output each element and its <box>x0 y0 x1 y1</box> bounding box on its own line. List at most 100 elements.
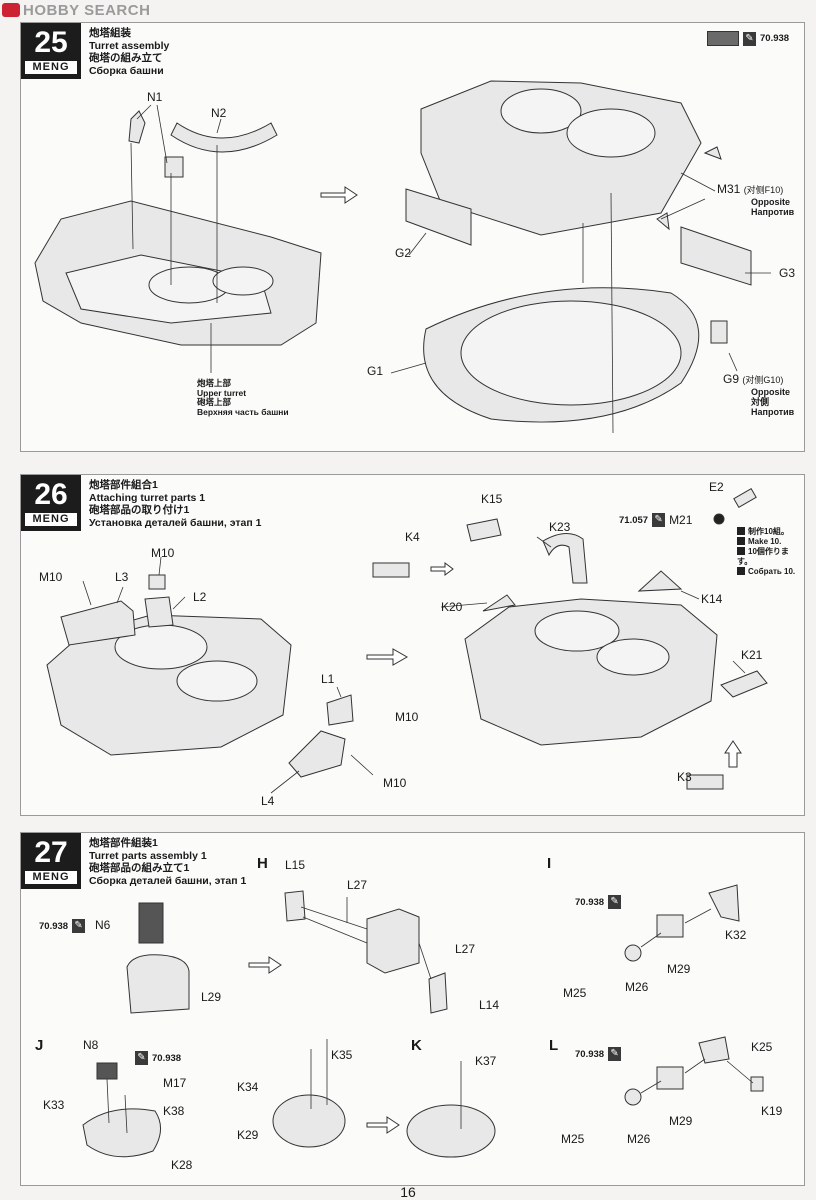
watermark: HOBBY SEARCH <box>2 2 150 19</box>
arrow-icon <box>248 956 282 974</box>
page-number: 16 <box>400 1184 416 1200</box>
arrow-icon <box>366 648 409 666</box>
label-g2: G2 <box>395 246 412 260</box>
step-25-diagram <box>34 80 771 434</box>
label-k25: K25 <box>751 1040 773 1054</box>
part-e2 <box>733 487 757 509</box>
arrow-icon <box>430 562 454 576</box>
brush-icon: ✎ <box>72 919 86 933</box>
label-k28: K28 <box>171 1158 193 1172</box>
step-27-panel: 27 MENG 炮塔部件組装1 Turret parts assembly 1 … <box>20 832 805 1186</box>
label-k29: K29 <box>237 1128 259 1142</box>
label-m26-a: M26 <box>625 980 649 994</box>
part-k23 <box>542 533 588 584</box>
label-m29-a: M29 <box>667 962 691 976</box>
part-m31b <box>656 212 670 231</box>
hobby-search-logo-icon <box>2 3 20 17</box>
brand-label: MENG <box>25 871 77 884</box>
paint-callout: ✎ 70.938 <box>707 31 789 46</box>
label-g3: G3 <box>779 266 796 280</box>
part-m29b <box>656 1066 684 1090</box>
label-l27-a: L27 <box>347 878 368 892</box>
step-27-badge: 27 MENG <box>21 833 81 889</box>
part-k20 <box>482 594 516 612</box>
step-26-badge: 26 MENG <box>21 475 81 531</box>
paint-callout-i: 70.938 ✎ <box>575 895 622 909</box>
part-l3 <box>60 600 136 646</box>
brush-icon: ✎ <box>608 1047 622 1061</box>
step-25-badge: 25 MENG <box>21 23 81 79</box>
label-l2: L2 <box>193 590 207 604</box>
label-m29-b: M29 <box>669 1114 693 1128</box>
part-m10 <box>148 574 166 590</box>
section-j: J <box>35 1037 44 1054</box>
note-marker-icon <box>737 527 745 535</box>
label-upper-turret: 炮塔上部 Upper turret 砲塔上部 Верхняя часть баш… <box>197 378 289 417</box>
label-e2: E2 <box>709 480 724 494</box>
part-m26a <box>624 944 642 962</box>
label-k19: K19 <box>761 1104 783 1118</box>
label-l15: L15 <box>285 858 306 872</box>
arrow-icon <box>366 1116 400 1134</box>
part-l29 <box>126 954 190 1014</box>
label-n2: N2 <box>211 106 227 120</box>
part-l14 <box>428 972 448 1014</box>
label-k35: K35 <box>331 1048 353 1062</box>
label-m25-a: M25 <box>563 986 587 1000</box>
part-k21 <box>720 670 768 698</box>
part-g9 <box>710 320 728 344</box>
part-k15 <box>466 518 502 542</box>
step-26-diagram <box>46 487 768 794</box>
label-l14: L14 <box>479 998 500 1012</box>
part-m31 <box>703 146 722 160</box>
label-g9-opposite: Opposite 対側 Напротив <box>751 387 795 417</box>
step-27-diagram <box>82 884 764 1158</box>
brush-icon: ✎ <box>608 895 622 909</box>
brand-label: MENG <box>25 513 77 526</box>
part-g2 <box>405 188 472 246</box>
part-n2-small <box>164 156 184 178</box>
label-m10-a: M10 <box>39 570 63 584</box>
label-n8: N8 <box>83 1038 99 1052</box>
part-k32 <box>708 884 740 922</box>
label-k20: K20 <box>441 600 463 614</box>
label-g9: G9 (对侧G10) <box>723 372 784 386</box>
arrow-icon <box>320 186 358 204</box>
part-k19 <box>750 1076 764 1092</box>
part-g3 <box>680 226 752 286</box>
label-m10-c: M10 <box>395 710 419 724</box>
part-m26b <box>624 1088 642 1106</box>
label-m17: M17 <box>163 1076 187 1090</box>
part-n6 <box>138 902 164 944</box>
part-n2 <box>170 122 278 153</box>
label-k23: K23 <box>549 520 571 534</box>
part-n8 <box>96 1062 118 1080</box>
section-k: K <box>411 1037 422 1054</box>
label-l29: L29 <box>201 990 222 1004</box>
label-m25-b: M25 <box>561 1132 585 1146</box>
step-26-panel: 26 MENG 炮塔部件組合1 Attaching turret parts 1… <box>20 474 805 816</box>
part-m29a <box>656 914 684 938</box>
label-g1: G1 <box>367 364 384 378</box>
label-n6: N6 <box>95 918 111 932</box>
label-k4: K4 <box>405 530 420 544</box>
label-m31-opposite: Opposite Напротив <box>751 197 795 217</box>
brush-icon: ✎ <box>652 513 666 527</box>
part-n1 <box>128 110 146 144</box>
part-l4 <box>288 730 346 778</box>
step-27-title: 炮塔部件組装1 Turret parts assembly 1 砲塔部品の組み立… <box>89 837 247 887</box>
arrow-up-icon <box>724 740 742 768</box>
section-l: L <box>549 1037 559 1054</box>
paint-callout-m21: 71.057 ✎ M21 <box>619 513 693 527</box>
paint-callout-j: ✎ 70.938 <box>135 1051 181 1065</box>
label-m10-d: M10 <box>383 776 407 790</box>
label-k32: K32 <box>725 928 747 942</box>
label-l27-b: L27 <box>455 942 476 956</box>
note-marker-icon <box>737 547 745 555</box>
section-i: I <box>547 855 552 872</box>
paint-callout-l: 70.938 ✎ <box>575 1047 622 1061</box>
label-k34: K34 <box>237 1080 259 1094</box>
note-marker-icon <box>737 537 745 545</box>
part-k3 <box>686 774 724 790</box>
label-k15: K15 <box>481 492 503 506</box>
